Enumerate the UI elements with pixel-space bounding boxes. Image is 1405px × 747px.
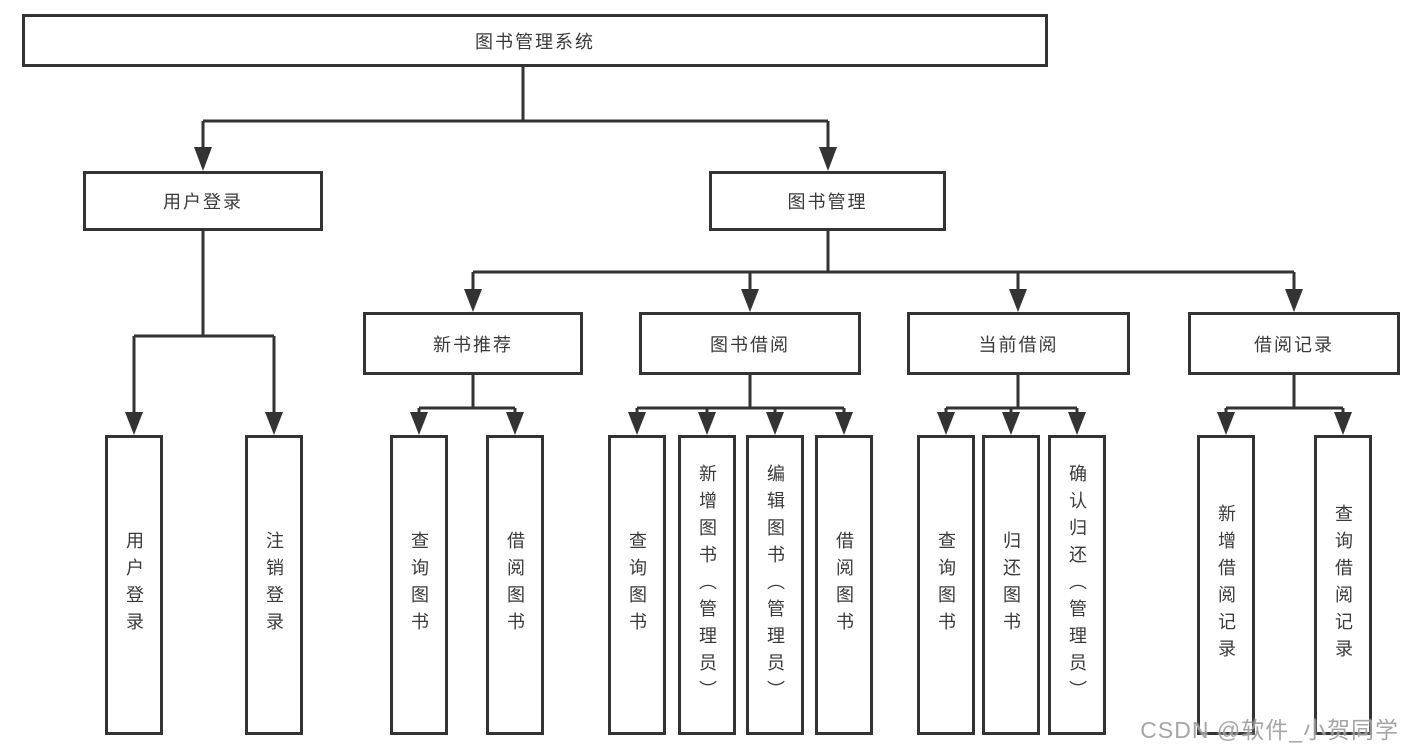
arrowhead	[194, 147, 212, 171]
leaf-add-books-admin: 新增图书（管理员）	[678, 435, 736, 735]
node-new-book-recommend: 新书推荐	[363, 312, 583, 375]
connector-borrow-record	[1224, 375, 1345, 414]
arrowhead	[1068, 412, 1086, 435]
leaf-query-books-recommend: 查询图书	[390, 435, 448, 735]
node-book-borrow-label: 图书借阅	[710, 334, 790, 355]
arrowhead	[937, 412, 955, 435]
arrowhead	[628, 412, 646, 435]
connector-book-management	[471, 231, 1296, 290]
arrowhead	[1009, 289, 1027, 312]
node-user-login: 用户登录	[83, 171, 323, 231]
arrowhead	[265, 412, 283, 435]
arrowhead	[410, 412, 428, 435]
watermark: CSDN @软件_小贺同学	[1140, 717, 1399, 743]
arrowhead	[125, 412, 143, 435]
arrowhead	[741, 289, 759, 312]
leaf-return-books: 归还图书	[982, 435, 1040, 735]
arrowhead	[698, 412, 716, 435]
connector-new-book	[417, 375, 517, 414]
leaf-user-login: 用户登录	[105, 435, 163, 735]
arrowhead	[835, 412, 853, 435]
leaf-add-borrow-record: 新增借阅记录	[1197, 435, 1255, 735]
node-current-borrow-label: 当前借阅	[978, 334, 1059, 355]
arrowhead	[1334, 412, 1352, 435]
leaf-query-books-current: 查询图书	[917, 435, 975, 735]
node-root: 图书管理系统	[22, 14, 1048, 67]
arrowhead	[1002, 412, 1020, 435]
node-new-book-recommend-label: 新书推荐	[433, 334, 513, 355]
node-user-login-label: 用户登录	[163, 192, 243, 212]
arrowhead	[506, 412, 524, 435]
arrowheads	[125, 147, 1352, 435]
leaf-confirm-return-admin: 确认归还（管理员）	[1048, 435, 1106, 735]
arrowhead	[464, 289, 482, 312]
node-book-management: 图书管理	[709, 171, 946, 231]
node-borrow-record-label: 借阅记录	[1254, 334, 1334, 355]
arrowhead	[819, 147, 837, 171]
arrowhead	[1285, 289, 1303, 312]
leaf-query-books-borrow: 查询图书	[608, 435, 666, 735]
leaf-borrow-books: 借阅图书	[815, 435, 873, 735]
connector-user-login	[132, 231, 276, 413]
connector-current-borrow	[944, 375, 1079, 414]
leaf-edit-books-admin: 编辑图书（管理员）	[746, 435, 804, 735]
arrowhead	[766, 412, 784, 435]
leaf-borrow-books-recommend: 借阅图书	[486, 435, 544, 735]
leaf-query-borrow-record: 查询借阅记录	[1314, 435, 1372, 735]
node-current-borrow: 当前借阅	[907, 312, 1130, 375]
arrowhead	[1217, 412, 1235, 435]
connector-book-borrow	[635, 375, 846, 414]
node-book-borrow: 图书借阅	[639, 312, 861, 375]
node-borrow-record: 借阅记录	[1188, 312, 1400, 375]
leaf-logout: 注销登录	[245, 435, 303, 735]
node-root-label: 图书管理系统	[475, 31, 595, 52]
connector-root	[201, 67, 830, 150]
node-book-management-label: 图书管理	[787, 192, 868, 212]
